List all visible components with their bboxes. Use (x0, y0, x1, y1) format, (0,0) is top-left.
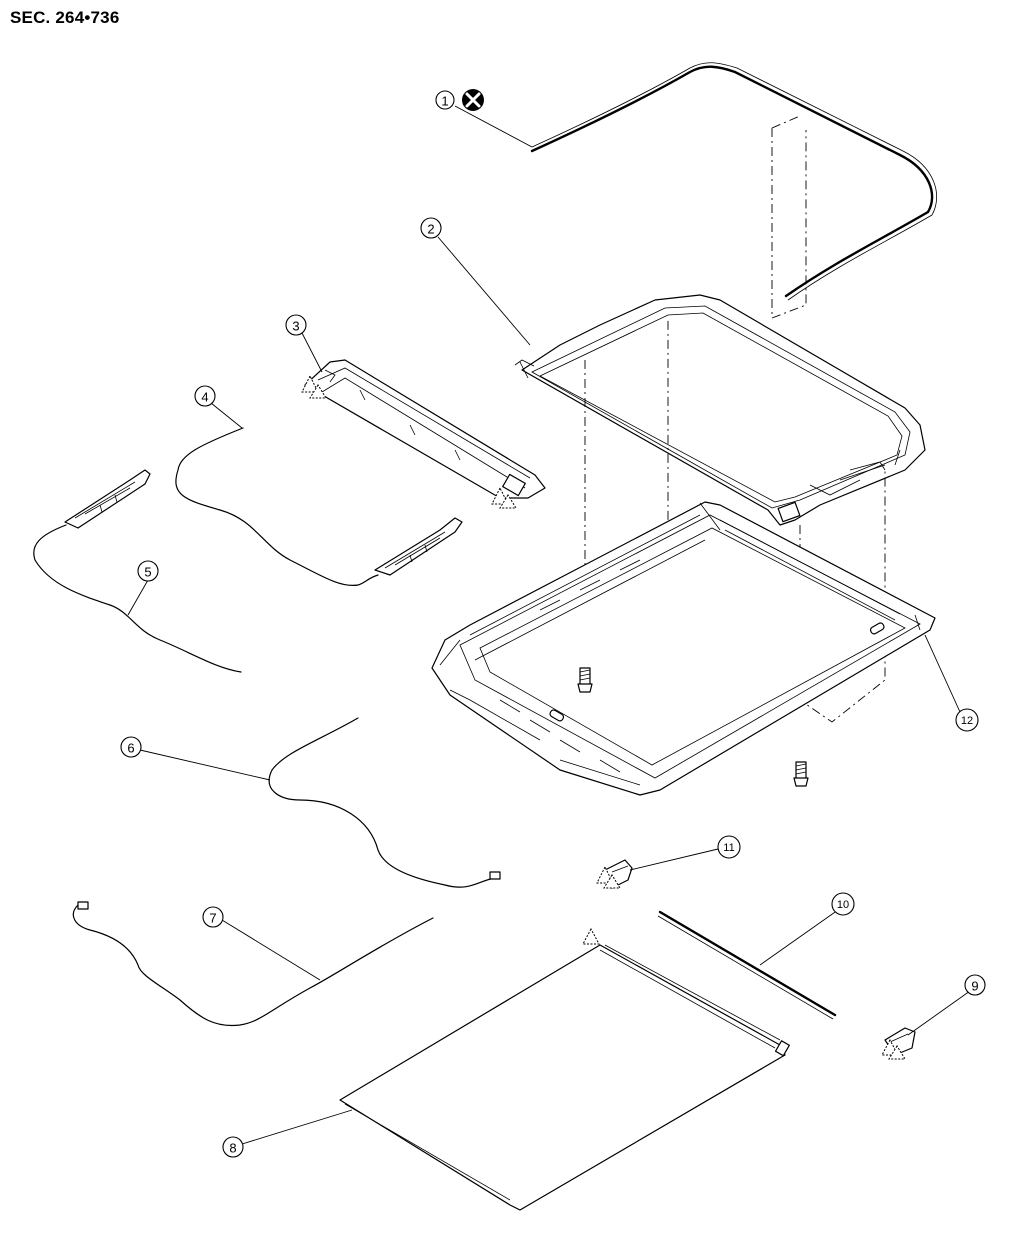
callout-11: 11 (717, 835, 741, 859)
leader-4 (210, 402, 243, 429)
leader-10 (759, 909, 839, 966)
do-not-reuse-icon (462, 89, 484, 111)
part-drain-hose-front-end (489, 871, 501, 880)
part-drive-link-right (64, 469, 151, 529)
leader-1 (454, 105, 533, 148)
part-glass-lid (514, 294, 926, 526)
svg-text:1: 1 (441, 94, 448, 109)
callout-1: 1 (435, 90, 455, 110)
part-drain-hose-rear (72, 904, 434, 1027)
screw-icon (793, 761, 809, 787)
callout-8: 8 (222, 1136, 244, 1158)
svg-text:4: 4 (201, 390, 208, 405)
part-cable-left (175, 427, 379, 587)
part-drain-hose-front (268, 717, 496, 888)
callout-6: 6 (120, 736, 142, 758)
svg-text:11: 11 (723, 842, 734, 854)
callout-10: 10 (831, 892, 855, 916)
part-weatherstrip (530, 62, 938, 301)
leader-12 (924, 634, 961, 713)
part-sunshade (339, 944, 790, 1211)
part-drain-hose-rear-end (77, 901, 89, 910)
svg-text:6: 6 (127, 741, 134, 756)
callout-4: 4 (194, 385, 216, 407)
svg-text:9: 9 (971, 979, 978, 994)
svg-text:2: 2 (427, 222, 434, 237)
callout-9: 9 (964, 974, 986, 996)
triangle-clip-icon (881, 1038, 906, 1060)
callout-7: 7 (202, 906, 224, 928)
callout-12: 12 (955, 708, 979, 732)
leader-5 (127, 579, 149, 616)
leader-9 (907, 990, 971, 1036)
part-drive-link-left (374, 517, 463, 576)
triangle-clip-icon (491, 486, 517, 509)
section-label: SEC. 264•736 (10, 8, 120, 27)
triangle-clip-icon (582, 927, 600, 945)
svg-text:12: 12 (961, 715, 973, 727)
leader-3 (301, 332, 323, 373)
screw-icon (577, 667, 593, 693)
svg-text:8: 8 (229, 1141, 236, 1156)
leader-2 (437, 236, 531, 346)
part-trim-rail-edge (657, 915, 834, 1020)
leader-11 (629, 848, 719, 871)
callout-2: 2 (420, 217, 442, 239)
svg-text:5: 5 (144, 565, 151, 580)
callout-3: 3 (285, 314, 307, 336)
part-deflector (304, 359, 546, 499)
svg-text:10: 10 (837, 899, 849, 911)
svg-text:3: 3 (292, 319, 299, 334)
leader-6 (139, 749, 271, 781)
triangle-clip-icon (596, 865, 621, 889)
dashline-weatherstrip (771, 115, 807, 319)
part-frame-assembly (431, 501, 936, 796)
svg-text:7: 7 (209, 911, 216, 926)
callout-5: 5 (137, 560, 159, 582)
triangle-clip-icon (301, 374, 327, 399)
leader-8 (241, 1109, 353, 1145)
part-trim-rail (658, 910, 837, 1017)
part-cable-right (33, 524, 242, 673)
leader-7 (221, 919, 321, 981)
